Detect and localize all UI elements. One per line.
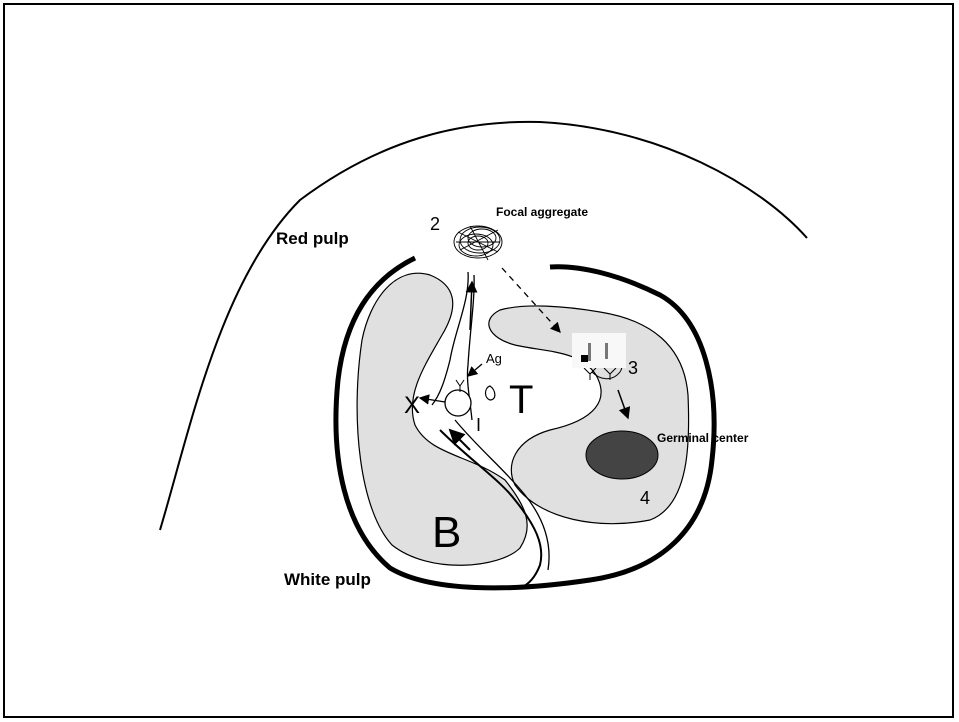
step-4-label: 4: [640, 488, 650, 508]
plasma-cell-mark-a: [581, 355, 588, 362]
small-cell: [486, 386, 495, 400]
plasma-cell-mark-b: [588, 343, 591, 361]
step-3-label: 3: [628, 358, 638, 378]
antigen-label: Ag: [486, 351, 502, 366]
focal-aggregate-label: Focal aggregate: [496, 205, 588, 219]
white-pulp-label: White pulp: [284, 570, 371, 589]
red-pulp-label: Red pulp: [276, 229, 349, 248]
x-mark: X: [404, 392, 420, 419]
plasma-cell-mark-c: [605, 343, 608, 359]
t-zone-label: T: [509, 378, 533, 422]
focal-aggregate-icon: [454, 226, 502, 260]
arrow-to-x: [420, 398, 445, 402]
step-2-label: 2: [430, 214, 440, 234]
plasma-cell-box: [572, 333, 626, 368]
step-1-label: I: [476, 415, 481, 435]
antigen-arrow: [468, 364, 482, 376]
germinal-center-label: Germinal center: [657, 431, 749, 445]
lymphocyte-cell: [445, 390, 471, 416]
germinal-center: [586, 431, 658, 479]
b-zone-label: B: [432, 508, 461, 557]
